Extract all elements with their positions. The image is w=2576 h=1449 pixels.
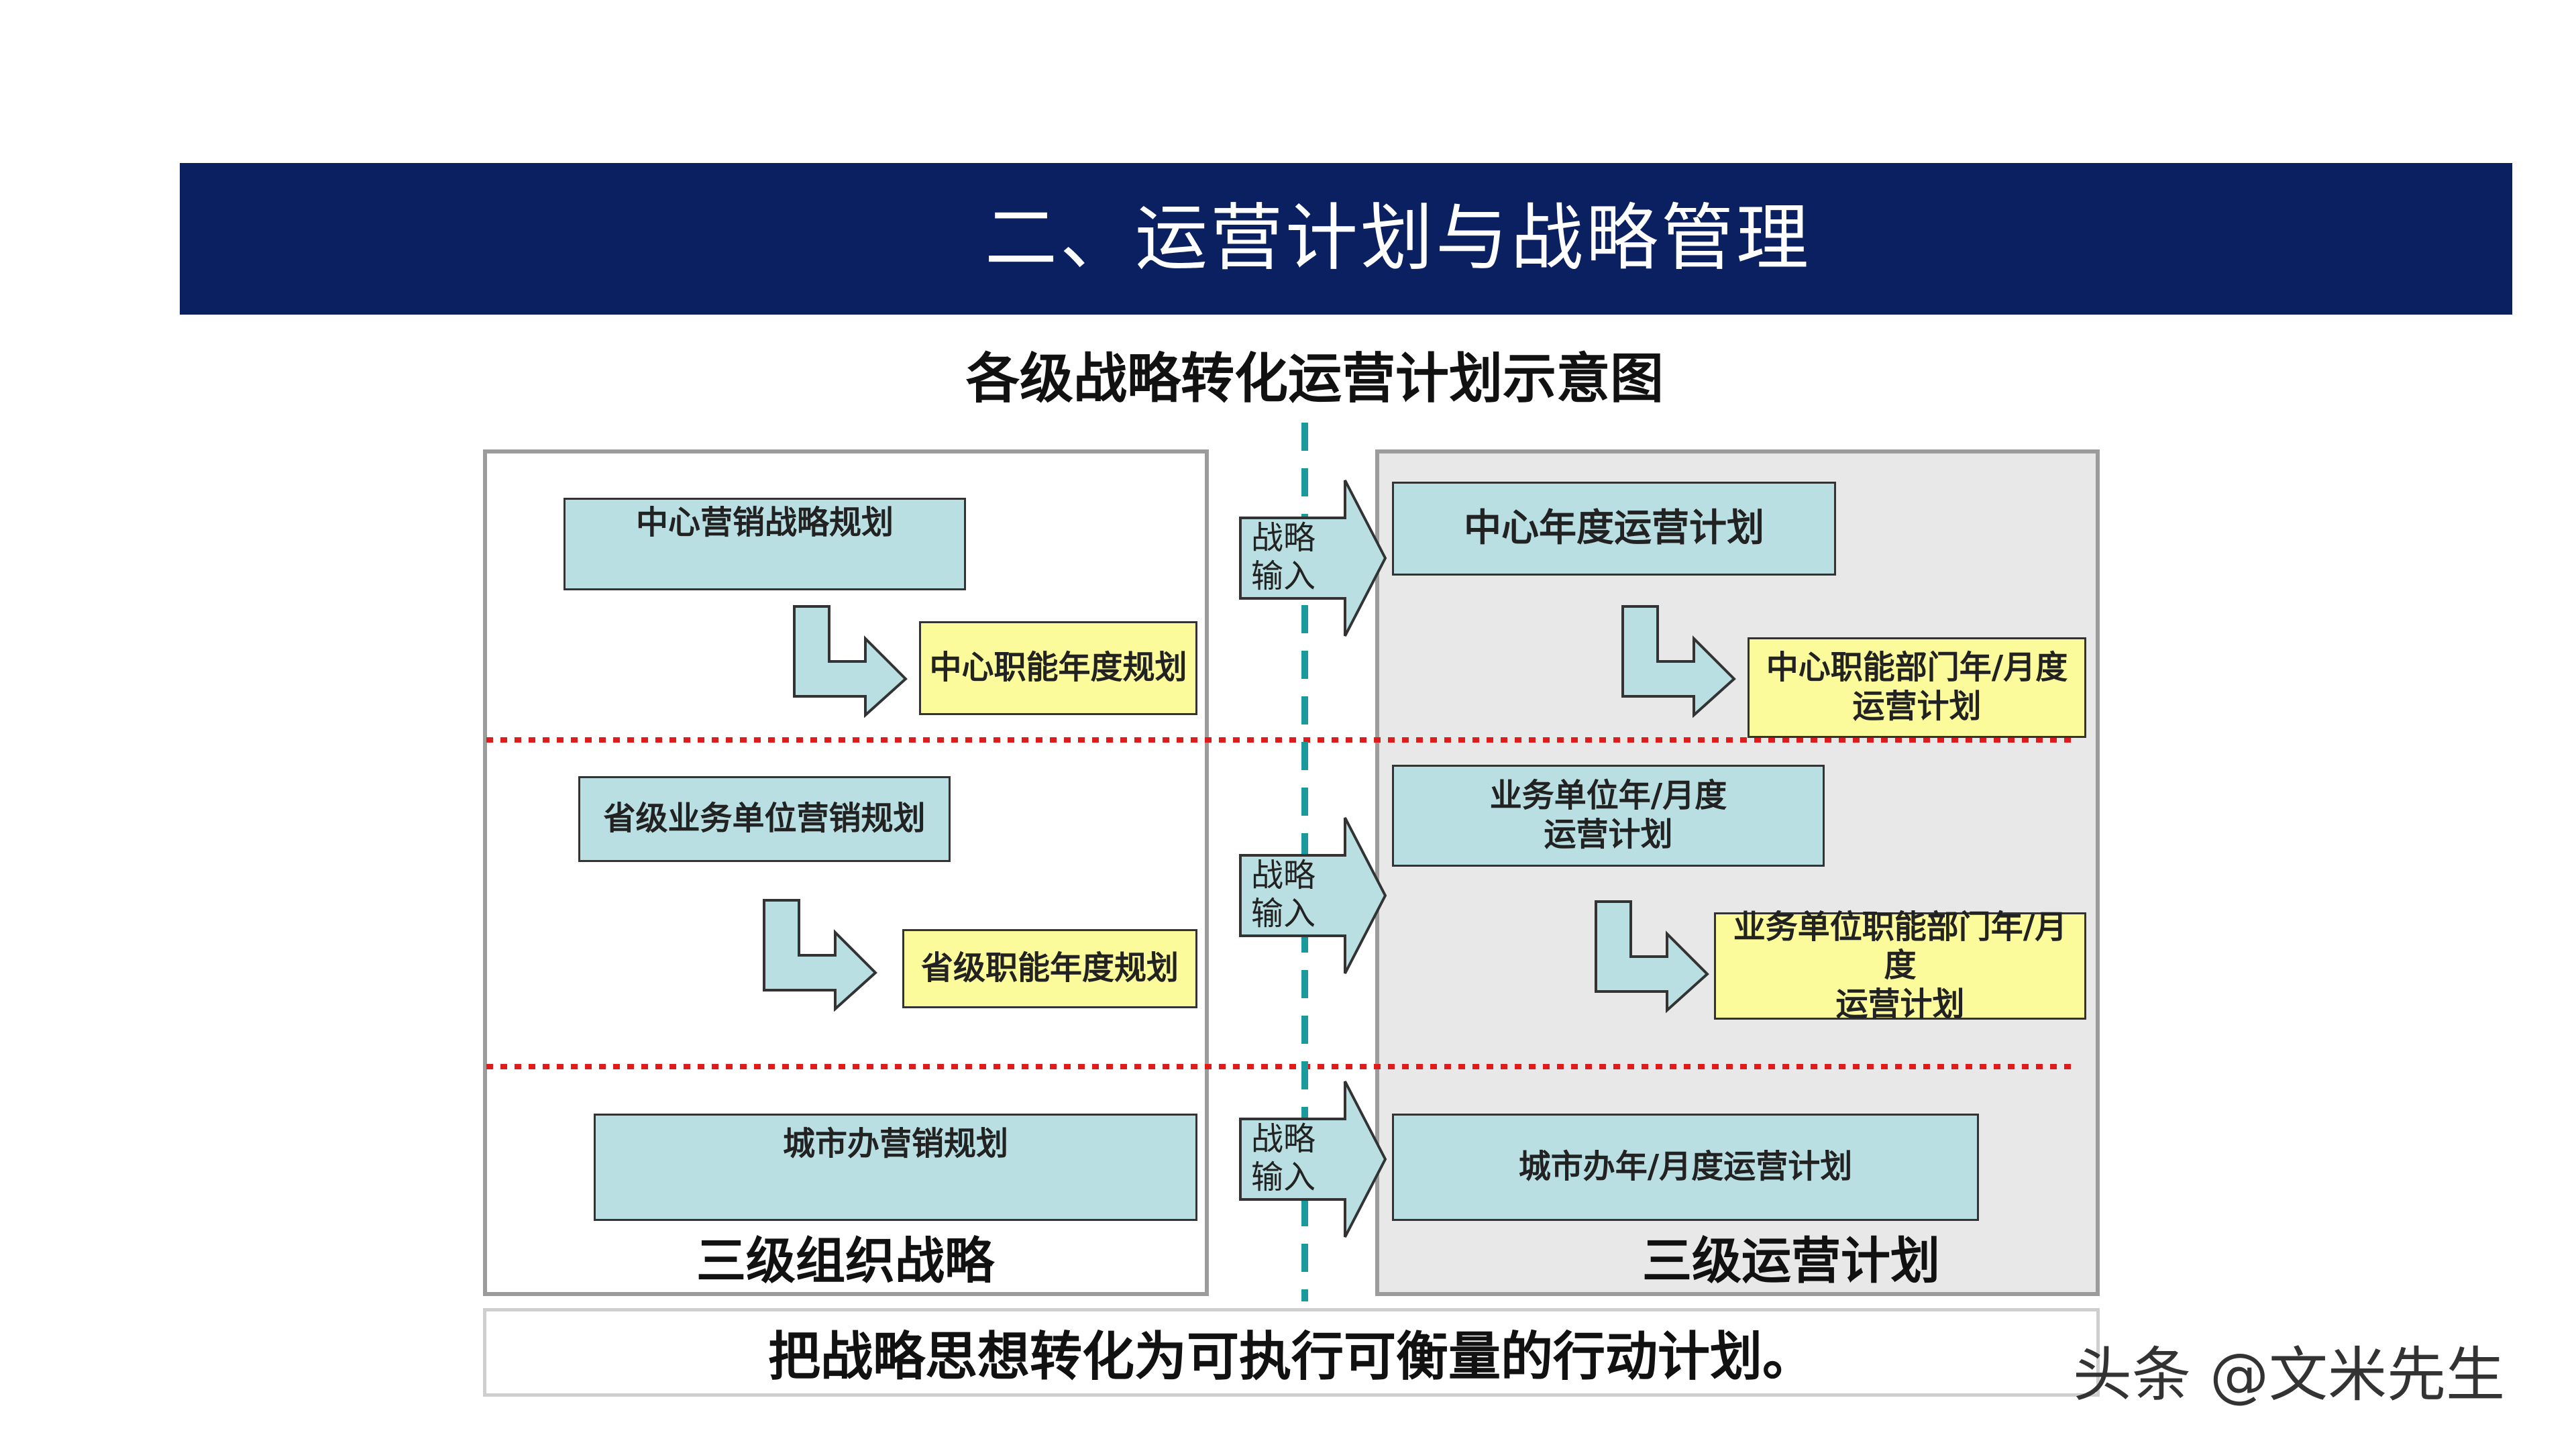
connector-label: 战略 输入 xyxy=(1251,1120,1316,1196)
strategy-input-connector-3: 战略 输入 xyxy=(1238,1079,1389,1240)
function-plan-box-center: 中心职能年度规划 xyxy=(919,621,1197,715)
strategy-input-connector-1: 战略 输入 xyxy=(1238,478,1389,639)
strategy-box-center: 中心营销战略规划 xyxy=(564,498,966,590)
operation-plan-box-business-unit: 业务单位年/月度 运营计划 xyxy=(1392,765,1825,867)
dept-plan-box-center: 中心职能部门年/月度 运营计划 xyxy=(1748,637,2086,738)
strategy-box-provincial: 省级业务单位营销规划 xyxy=(578,776,951,862)
strategy-box-city: 城市办营销规划 xyxy=(594,1114,1197,1221)
right-panel-label: 三级运营计划 xyxy=(1642,1232,1940,1290)
connector-label: 战略 输入 xyxy=(1251,519,1316,595)
right-arrow-icon xyxy=(1239,480,1387,637)
elbow-arrow-icon xyxy=(1595,900,1709,1013)
right-arrow-icon xyxy=(1239,817,1387,974)
function-plan-box-provincial: 省级职能年度规划 xyxy=(902,929,1197,1008)
watermark-text: 头条 @文米先生 xyxy=(2073,1340,2505,1409)
dept-plan-box-business-unit: 业务单位职能部门年/月度 运营计划 xyxy=(1714,908,2086,1023)
elbow-arrow-icon xyxy=(763,899,877,1012)
strategy-input-connector-2: 战略 输入 xyxy=(1238,815,1389,976)
diagram-title: 各级战略转化运营计划示意图 xyxy=(966,347,1664,410)
elbow-arrow-icon xyxy=(1621,605,1736,718)
header-banner: 二、运营计划与战略管理 xyxy=(180,163,2512,315)
operation-plan-box-center: 中心年度运营计划 xyxy=(1392,482,1836,576)
right-arrow-icon xyxy=(1239,1081,1387,1238)
page-title: 二、运营计划与战略管理 xyxy=(985,197,1812,280)
left-panel-label: 三级组织战略 xyxy=(696,1232,994,1290)
conclusion-bar: 把战略思想转化为可执行可衡量的行动计划。 xyxy=(483,1308,2100,1397)
connector-label: 战略 输入 xyxy=(1251,857,1316,932)
operation-plan-box-city: 城市办年/月度运营计划 xyxy=(1392,1114,1979,1221)
elbow-arrow-icon xyxy=(793,605,908,718)
